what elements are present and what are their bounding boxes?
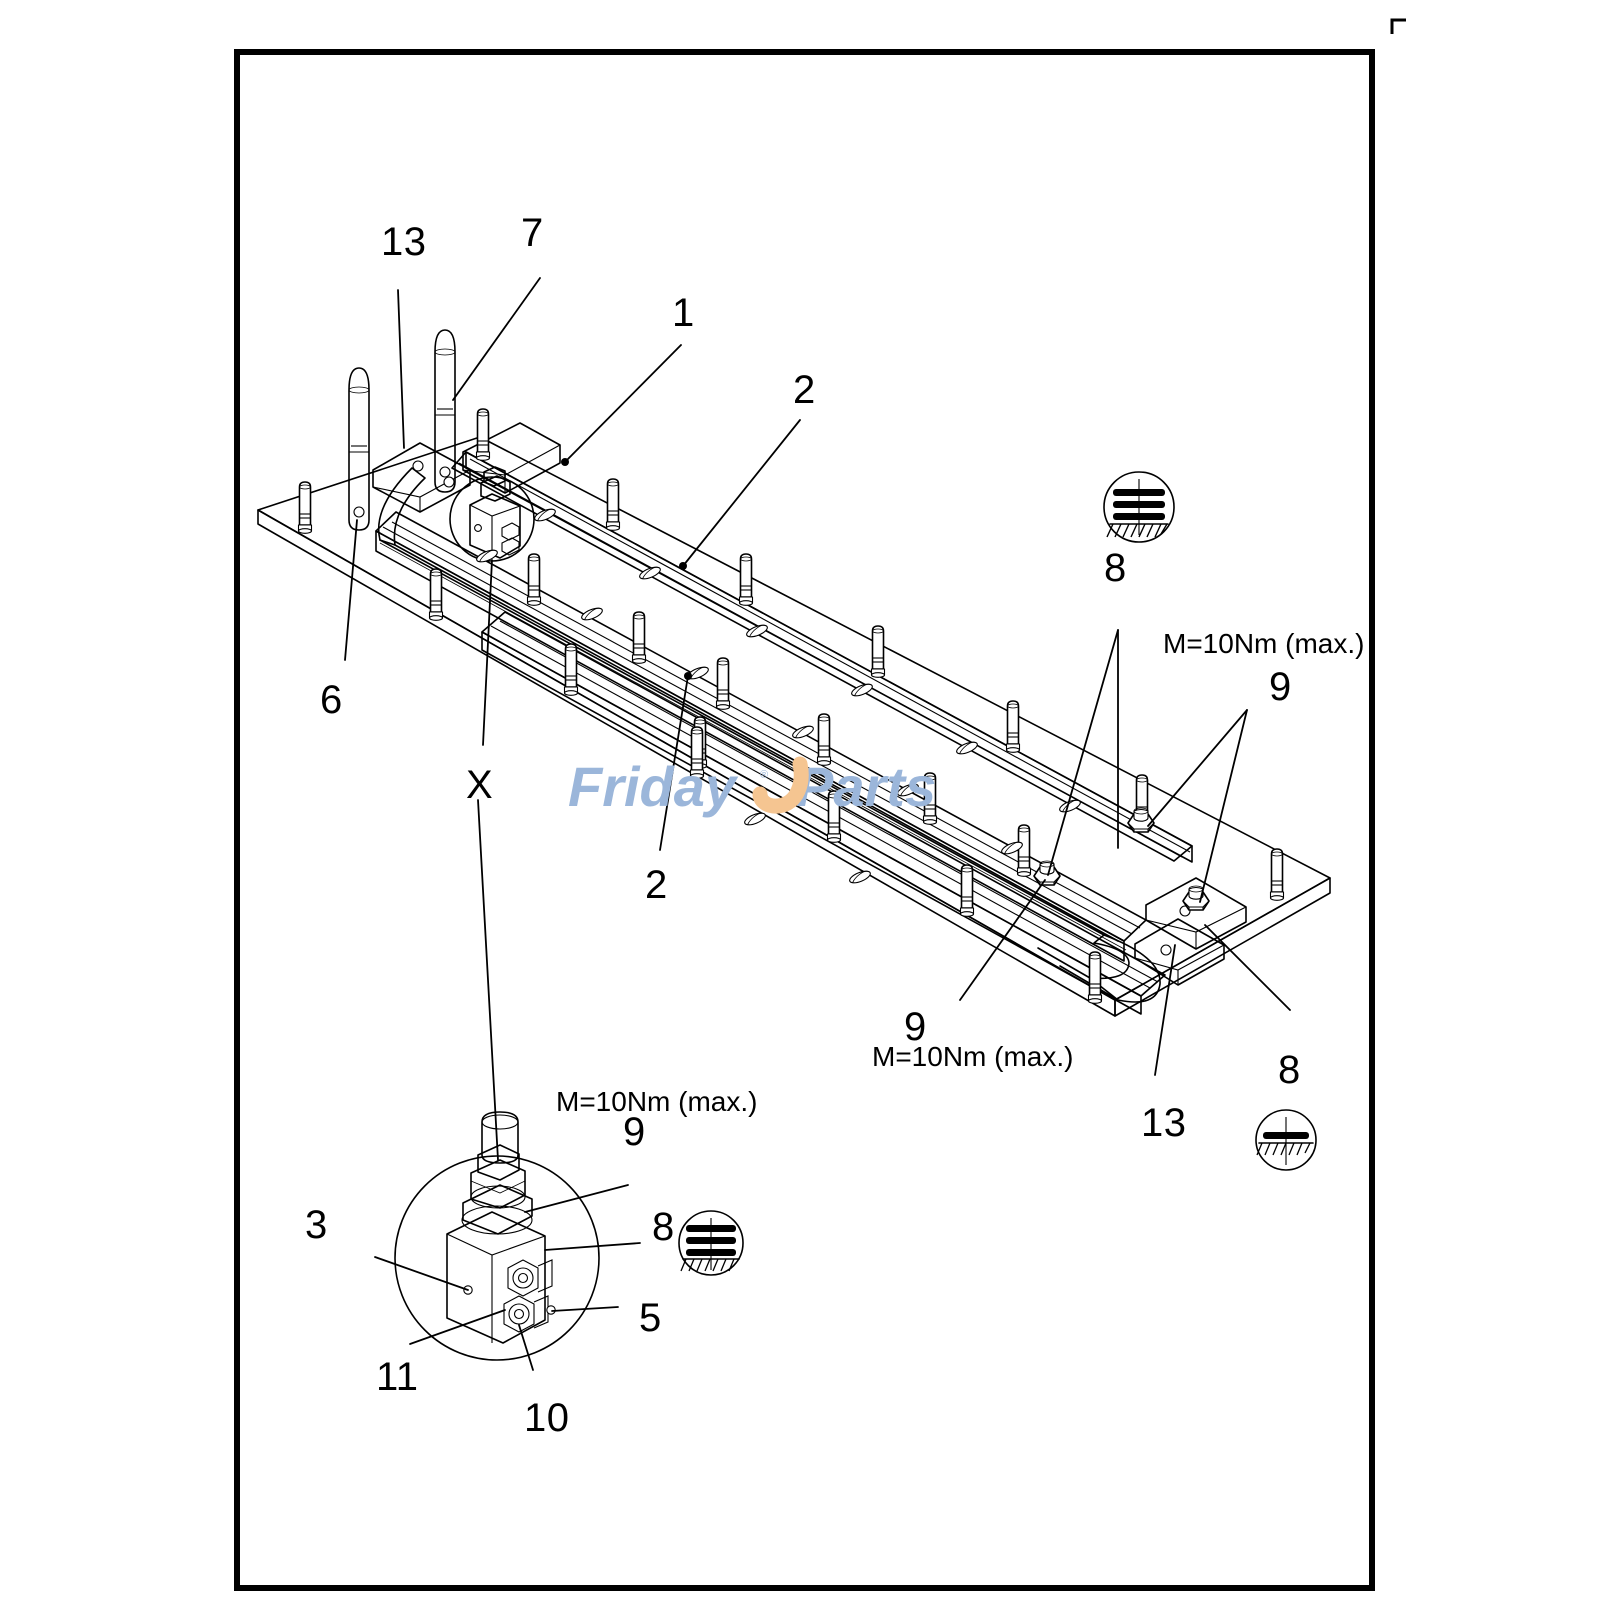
drawing-frame bbox=[234, 49, 1375, 1591]
torque-note-middle: M=10Nm (max.) bbox=[872, 1041, 1074, 1072]
callout-13-top: 13 bbox=[381, 220, 427, 264]
detail-marker-x: X bbox=[466, 763, 494, 807]
port-fitting-lower bbox=[503, 1295, 549, 1333]
right-bracket bbox=[1145, 877, 1247, 950]
rail-middle-item-2 bbox=[375, 511, 1147, 962]
callout-8-lower-right: 8 bbox=[1278, 1048, 1301, 1092]
right-bracket-lower bbox=[1134, 918, 1225, 986]
crop-mark bbox=[1390, 18, 1406, 34]
left-bracket bbox=[372, 442, 471, 513]
torque-note-right: M=10Nm (max.) bbox=[1163, 628, 1365, 659]
callout-10: 10 bbox=[524, 1396, 570, 1440]
lift-rod-right-item-7 bbox=[434, 329, 456, 493]
leader-lines bbox=[344, 277, 1291, 1161]
callout-2-lower: 2 bbox=[645, 863, 668, 907]
callout-2-upper: 2 bbox=[793, 368, 816, 412]
valve-block-main-view bbox=[469, 466, 521, 559]
callout-3: 3 bbox=[305, 1203, 328, 1247]
rail-lower-item-2 bbox=[481, 611, 1166, 1015]
callout-8-upper-right: 8 bbox=[1104, 546, 1127, 590]
callout-11: 11 bbox=[376, 1355, 419, 1399]
port-fitting-upper bbox=[507, 1259, 553, 1297]
callout-9-middle: 9 bbox=[904, 1005, 927, 1049]
hose-left-bend-item-6 bbox=[377, 467, 1119, 942]
lift-rod-left-item-13 bbox=[348, 367, 370, 531]
callout-1: 1 bbox=[672, 291, 695, 335]
torque-note-detail: M=10Nm (max.) bbox=[556, 1086, 758, 1117]
callout-7: 7 bbox=[521, 211, 544, 255]
callout-9-right: 9 bbox=[1269, 665, 1292, 709]
surface-finish-symbol-1 bbox=[1103, 471, 1175, 543]
detail-view-x bbox=[374, 1111, 641, 1371]
callout-9-detail: 9 bbox=[623, 1110, 646, 1154]
callout-13-lower: 13 bbox=[1141, 1101, 1187, 1145]
surface-finish-symbol-3 bbox=[678, 1210, 744, 1276]
callout-6: 6 bbox=[320, 678, 343, 722]
callout-8-detail: 8 bbox=[652, 1205, 675, 1249]
surface-finish-symbol-2 bbox=[1255, 1109, 1317, 1171]
callout-5: 5 bbox=[639, 1296, 662, 1340]
